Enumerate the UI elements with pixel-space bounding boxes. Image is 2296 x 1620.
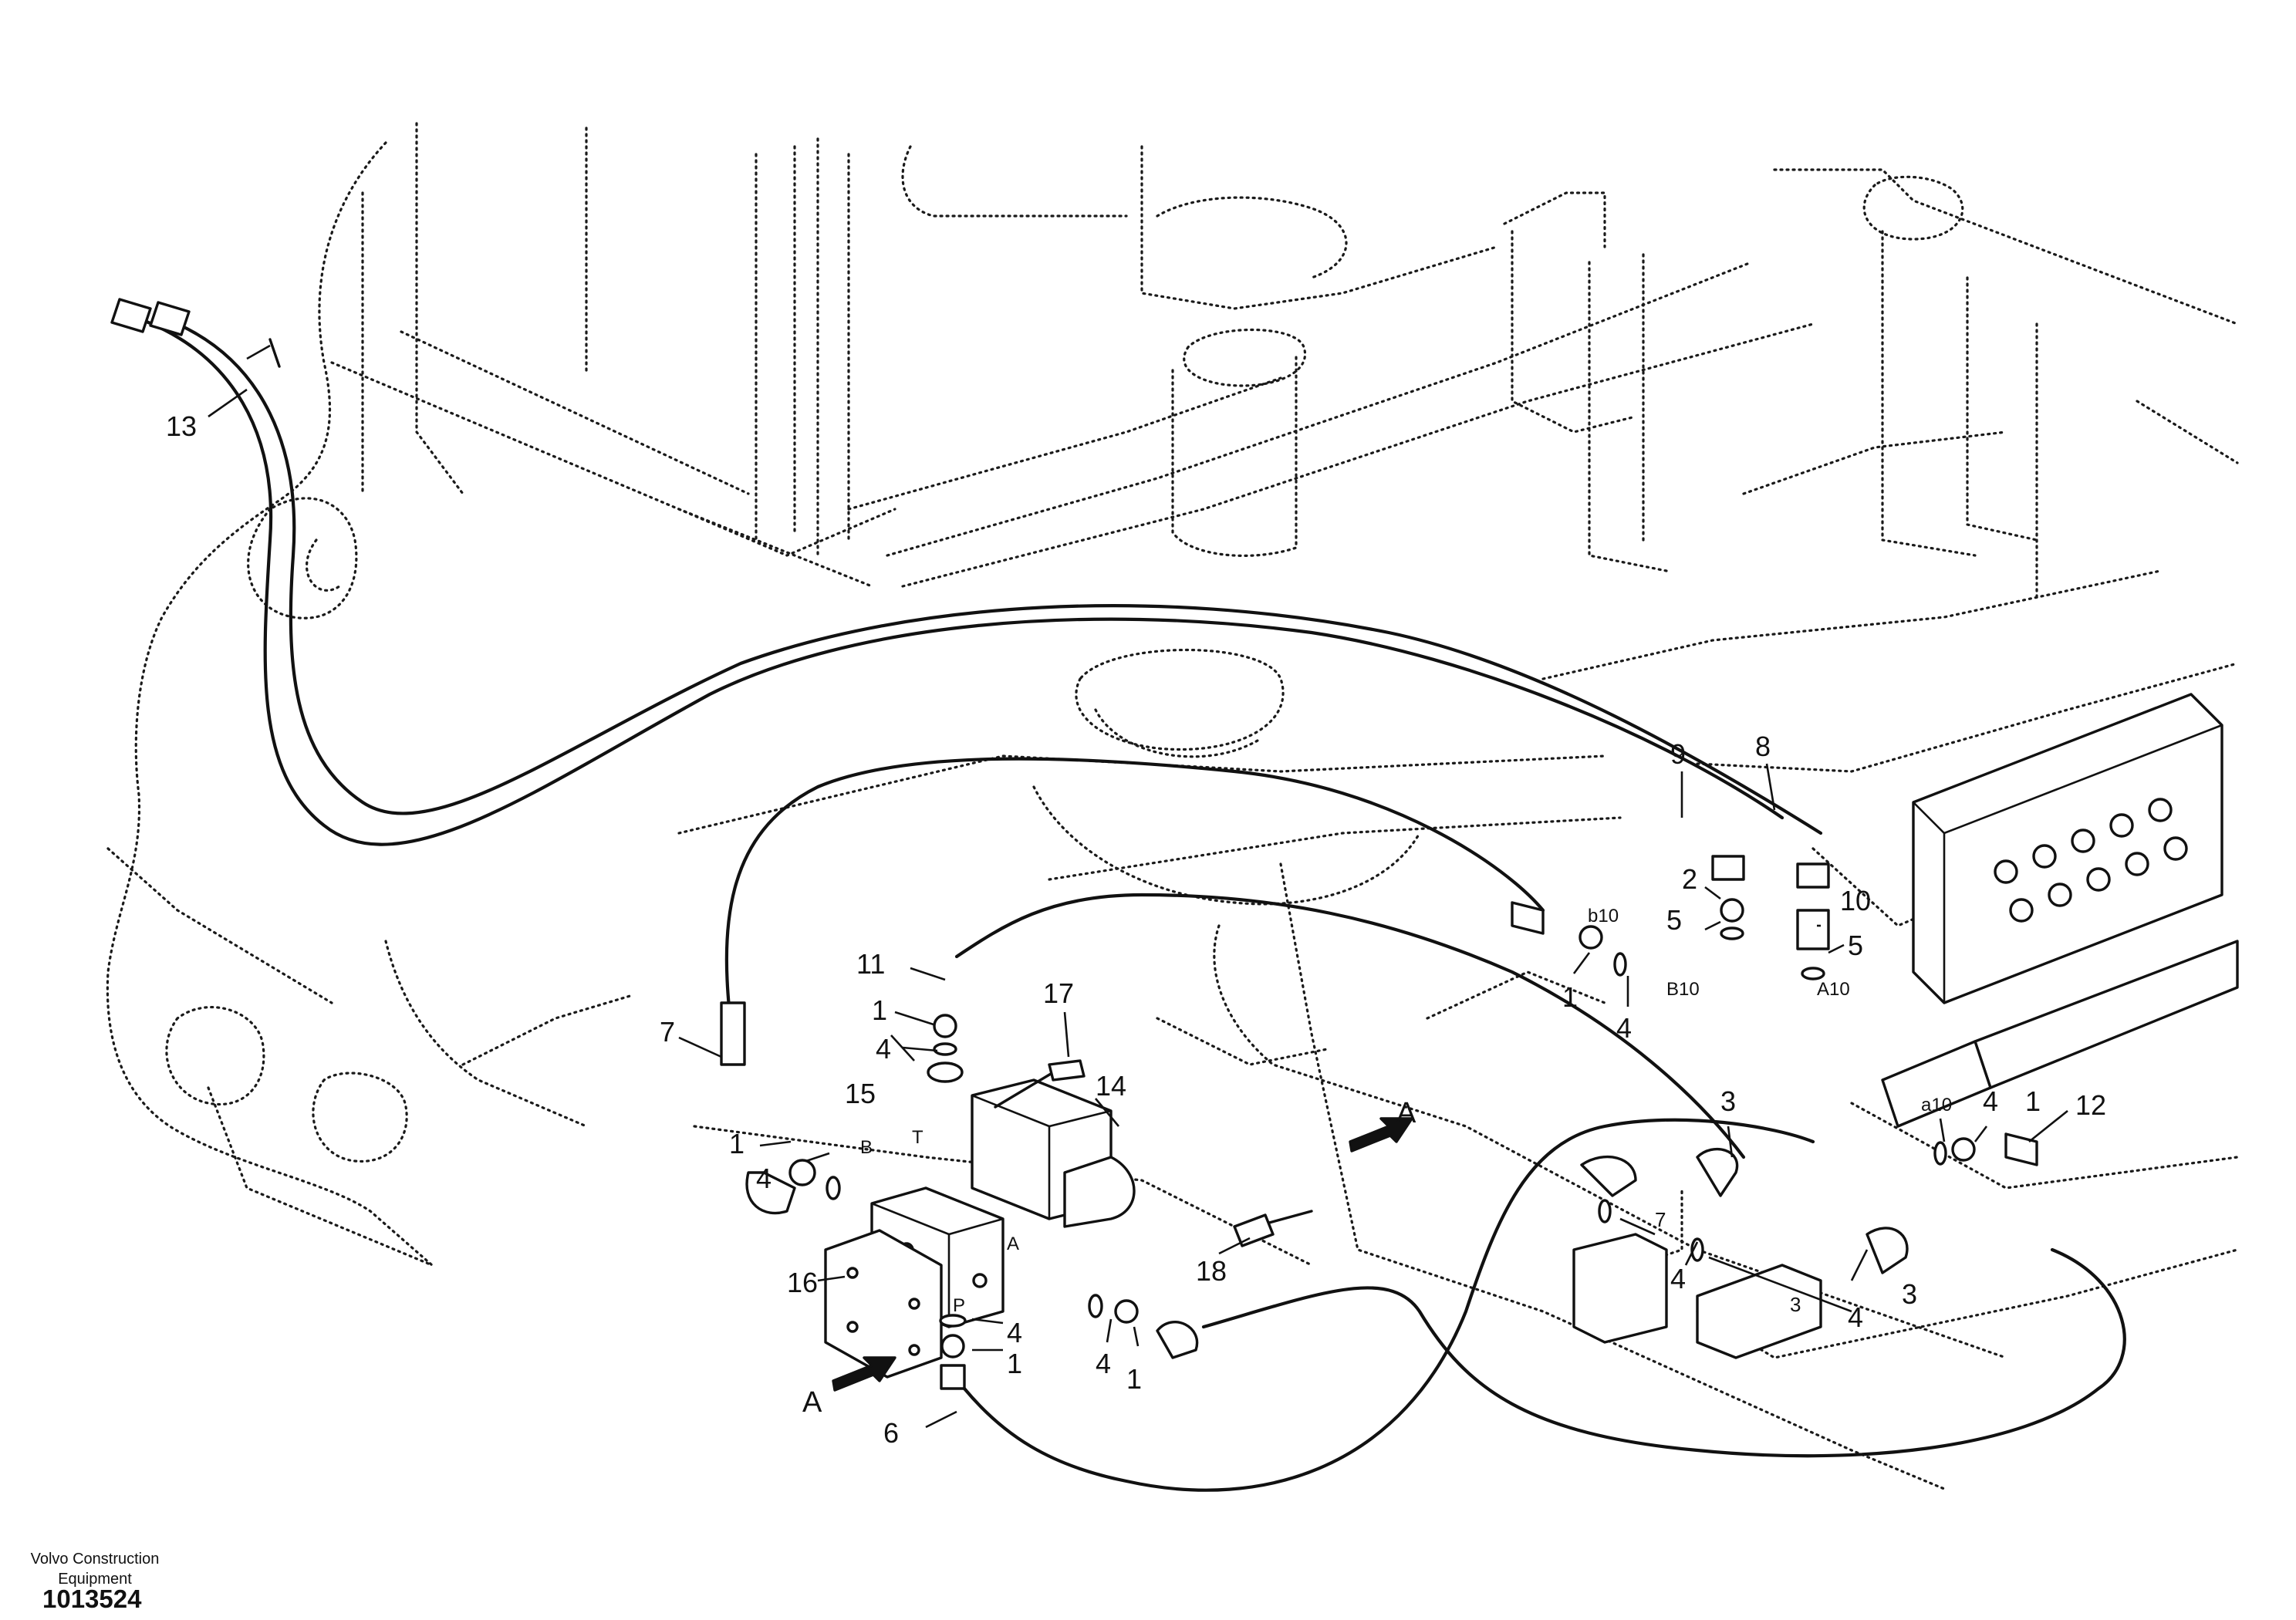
bolt-18 xyxy=(1233,1210,1313,1247)
callout-5-right: 5 xyxy=(1848,930,1863,961)
brand-label: Volvo Construction Equipment xyxy=(14,1549,176,1589)
port-label-A10: A10 xyxy=(1817,979,1850,1000)
port-label-b10: b10 xyxy=(1588,906,1619,926)
port-a-fittings xyxy=(1088,1294,1199,1359)
port-label-T: T xyxy=(912,1127,923,1148)
hose-upper-b xyxy=(175,322,1823,835)
machine-frame-ghost xyxy=(106,122,2239,1490)
callout-17: 17 xyxy=(1043,977,1074,1009)
callout-14: 14 xyxy=(1096,1070,1126,1102)
fittings-b10 xyxy=(1511,901,1627,977)
valve-block-15-14 xyxy=(870,1014,1136,1328)
port-label-A: A xyxy=(1007,1234,1019,1254)
callout-4-mid: 4 xyxy=(1670,1263,1686,1294)
callout-7-left: 7 xyxy=(660,1016,675,1048)
drawing-number: 1013524 xyxy=(42,1585,142,1613)
callout-4-a10: 4 xyxy=(1983,1085,1998,1117)
leader-lines xyxy=(208,388,2068,1429)
fitting-7-adapter xyxy=(720,1001,841,1215)
view-markers: A A xyxy=(802,1097,1416,1419)
port-label-B10: B10 xyxy=(1666,979,1700,1000)
callout-8: 8 xyxy=(1755,731,1771,762)
callout-16: 16 xyxy=(787,1267,818,1298)
port-label-a10: a10 xyxy=(1921,1095,1952,1115)
callouts: 13 7 11 1 4 17 15 14 1 4 16 4 1 6 4 1 18… xyxy=(166,410,2106,1449)
callout-1-p: 1 xyxy=(1007,1348,1022,1379)
view-marker-a-right: A xyxy=(1396,1097,1416,1129)
callout-13: 13 xyxy=(166,410,197,442)
hose-upper-a xyxy=(140,318,1784,846)
callout-1-left: 1 xyxy=(729,1128,745,1159)
callout-1-a10: 1 xyxy=(2025,1085,2041,1117)
brand-line-2: Equipment xyxy=(58,1571,132,1588)
callout-4-a: 4 xyxy=(1096,1348,1111,1379)
callout-7-right: 7 xyxy=(1655,1208,1666,1231)
fittings-2-5-10 xyxy=(1711,855,1830,980)
hose-6 xyxy=(962,1118,1815,1492)
fittings-3-lower xyxy=(1580,1147,1909,1274)
hose-11 xyxy=(954,893,1746,1159)
port-label-P: P xyxy=(953,1295,965,1316)
port-label-B: B xyxy=(860,1137,873,1158)
callout-4-b10: 4 xyxy=(1616,1012,1632,1044)
port-labels: b10 B10 A10 a10 B T A P xyxy=(860,906,1952,1316)
callout-4-lower: 4 xyxy=(1848,1301,1863,1333)
port-p-fittings xyxy=(939,1314,967,1390)
main-control-valve xyxy=(1881,693,2239,1128)
callout-9: 9 xyxy=(1670,738,1686,770)
fittings-a10-12 xyxy=(1933,1132,2038,1166)
callout-1-top: 1 xyxy=(872,994,887,1026)
callout-1-b10: 1 xyxy=(1562,981,1578,1013)
callout-3-block: 3 xyxy=(1790,1293,1801,1316)
callout-15: 15 xyxy=(845,1078,876,1109)
hose-lower-loop xyxy=(1201,1247,2126,1458)
callout-4-p: 4 xyxy=(1007,1317,1022,1348)
callout-4-left: 4 xyxy=(756,1163,772,1194)
callout-3-top: 3 xyxy=(1720,1085,1736,1117)
cover-plate-16 xyxy=(824,1229,943,1379)
callout-10: 10 xyxy=(1840,885,1871,916)
view-marker-a-lower: A xyxy=(802,1386,822,1419)
callout-5-left: 5 xyxy=(1666,904,1682,936)
view-arrows xyxy=(832,1117,1413,1392)
callout-4-top: 4 xyxy=(876,1033,891,1065)
callout-18: 18 xyxy=(1196,1255,1227,1287)
callout-12: 12 xyxy=(2075,1089,2106,1121)
callout-11: 11 xyxy=(856,948,885,980)
brand-line-1: Volvo Construction xyxy=(30,1551,160,1568)
callout-6: 6 xyxy=(883,1417,899,1449)
hose-7 xyxy=(724,757,1545,1044)
callout-3-right: 3 xyxy=(1902,1278,1917,1310)
hoses xyxy=(140,318,2126,1492)
hose-13-ends xyxy=(110,298,281,368)
callout-2: 2 xyxy=(1682,863,1697,895)
callout-1-a: 1 xyxy=(1126,1363,1142,1395)
